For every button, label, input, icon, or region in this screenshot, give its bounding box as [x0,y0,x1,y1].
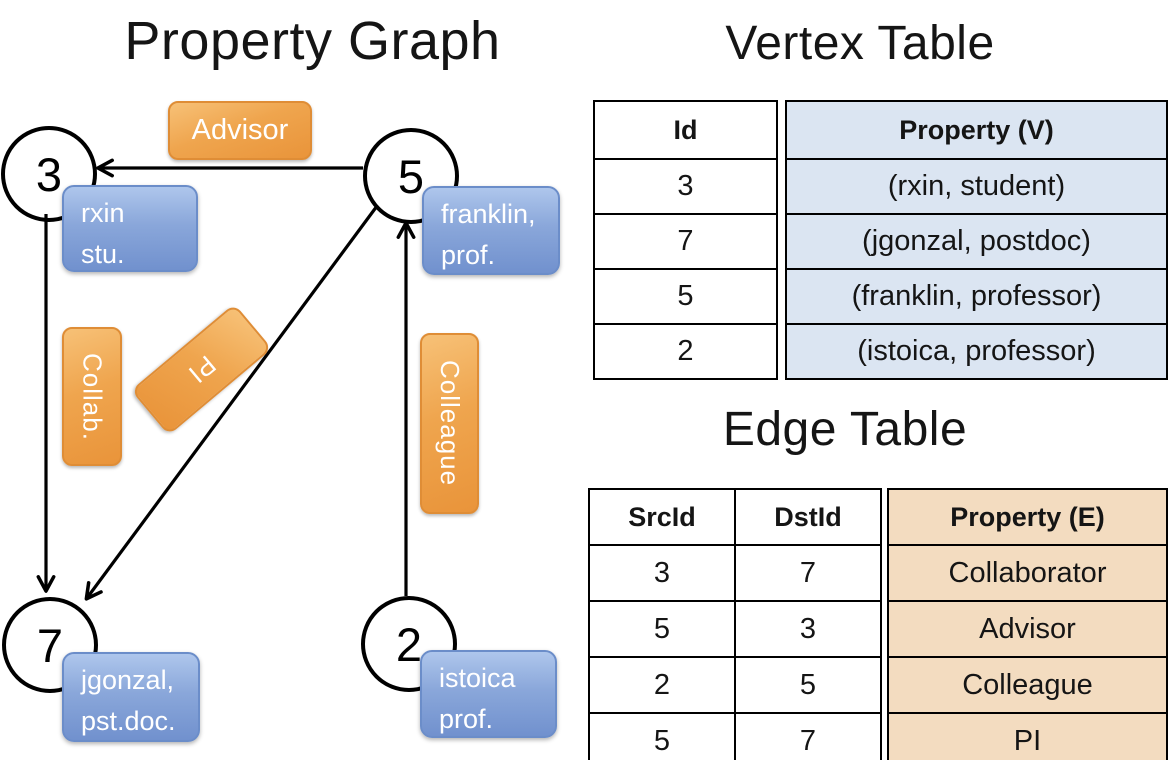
table-row: (rxin, student) [785,158,1168,215]
edge-property-header: Property (E) [887,488,1168,546]
table-row: Id [593,100,778,160]
property-graph-title: Property Graph [124,11,501,71]
edge-srcid-cell: 2 [588,656,736,714]
edge-srcid-cell: 3 [588,544,736,602]
edge-dstid-cell: 5 [734,656,882,714]
vertex-property-box-2-line2: prof. [439,703,494,734]
edge-dstid-header: DstId [734,488,882,546]
edge-table-id-columns: SrcId DstId 3 7 5 3 2 5 5 7 [588,488,882,760]
table-row: (jgonzal, postdoc) [785,213,1168,270]
vertex-property-box-5-line1: franklin, [441,199,536,229]
table-row: 5 [593,268,778,325]
edge-table-property-column: Property (E) Collaborator Advisor Collea… [887,488,1168,760]
edge-label-collab: Collab. [62,327,122,466]
edge-srcid-cell: 5 [588,712,736,760]
vertex-property-cell: (istoica, professor) [785,323,1168,380]
vertex-property-cell: (jgonzal, postdoc) [785,213,1168,270]
table-row: (franklin, professor) [785,268,1168,325]
vertex-node-3: 3 [1,126,97,222]
vertex-property-box-7-line2: pst.doc. [81,705,176,736]
edge-property-cell: PI [887,712,1168,760]
vertex-id-header: Id [593,100,778,160]
table-row: (istoica, professor) [785,323,1168,380]
table-row: 3 7 [588,544,882,602]
vertex-property-box-3: rxin stu. [62,185,198,272]
table-row: PI [887,712,1168,760]
table-row: 2 5 [588,656,882,714]
vertex-node-3-id: 3 [35,147,63,201]
vertex-table-title: Vertex Table [725,17,995,70]
edge-dstid-cell: 3 [734,600,882,658]
vertex-property-box-3-line2: stu. [81,238,125,269]
table-row: Collaborator [887,544,1168,602]
edge-label-pi: PI [130,303,273,436]
edge-property-cell: Advisor [887,600,1168,658]
table-row: Advisor [887,600,1168,658]
table-row: Property (V) [785,100,1168,160]
vertex-table-id-column: Id 3 7 5 2 [593,100,778,380]
edge-property-cell: Collaborator [887,544,1168,602]
edge-dstid-cell: 7 [734,712,882,760]
edge-srcid-cell: 5 [588,600,736,658]
table-row: 3 [593,158,778,215]
vertex-property-box-7: jgonzal, pst.doc. [62,652,200,742]
vertex-id-cell: 7 [593,213,778,270]
edge-label-advisor: Advisor [168,101,312,160]
vertex-id-cell: 2 [593,323,778,380]
vertex-node-7-id: 7 [36,618,64,672]
vertex-property-box-7-line1: jgonzal, [81,665,175,695]
vertex-node-5: 5 [363,128,459,224]
vertex-id-cell: 5 [593,268,778,325]
edge-srcid-header: SrcId [588,488,736,546]
vertex-table-property-column: Property (V) (rxin, student) (jgonzal, p… [785,100,1168,380]
vertex-property-cell: (rxin, student) [785,158,1168,215]
vertex-property-header: Property (V) [785,100,1168,160]
vertex-property-box-2-line1: istoica [439,663,516,693]
vertex-node-5-id: 5 [397,149,425,203]
vertex-property-box-3-line1: rxin [81,198,125,228]
edge-property-cell: Colleague [887,656,1168,714]
vertex-property-box-2: istoica prof. [420,650,557,738]
vertex-node-2-id: 2 [395,617,423,671]
vertex-property-cell: (franklin, professor) [785,268,1168,325]
table-row: Colleague [887,656,1168,714]
table-row: SrcId DstId [588,488,882,546]
table-row: 5 3 [588,600,882,658]
table-row: 5 7 [588,712,882,760]
vertex-id-cell: 3 [593,158,778,215]
table-row: 7 [593,213,778,270]
table-row: 2 [593,323,778,380]
vertex-property-box-5-line2: prof. [441,239,496,270]
edge-dstid-cell: 7 [734,544,882,602]
table-row: Property (E) [887,488,1168,546]
vertex-property-box-5: franklin, prof. [422,186,560,275]
edge-table-title: Edge Table [722,403,968,456]
edge-label-colleague: Colleague [420,333,479,514]
